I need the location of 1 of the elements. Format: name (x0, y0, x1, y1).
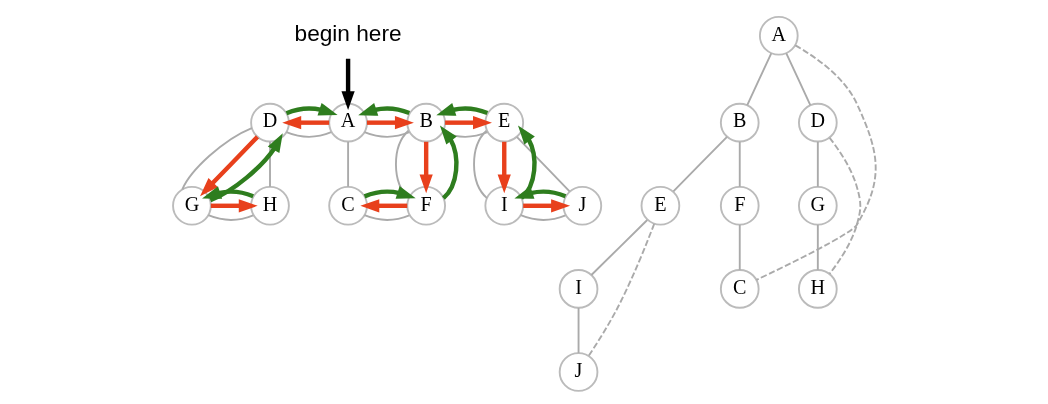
node-text: begin here (294, 20, 402, 47)
